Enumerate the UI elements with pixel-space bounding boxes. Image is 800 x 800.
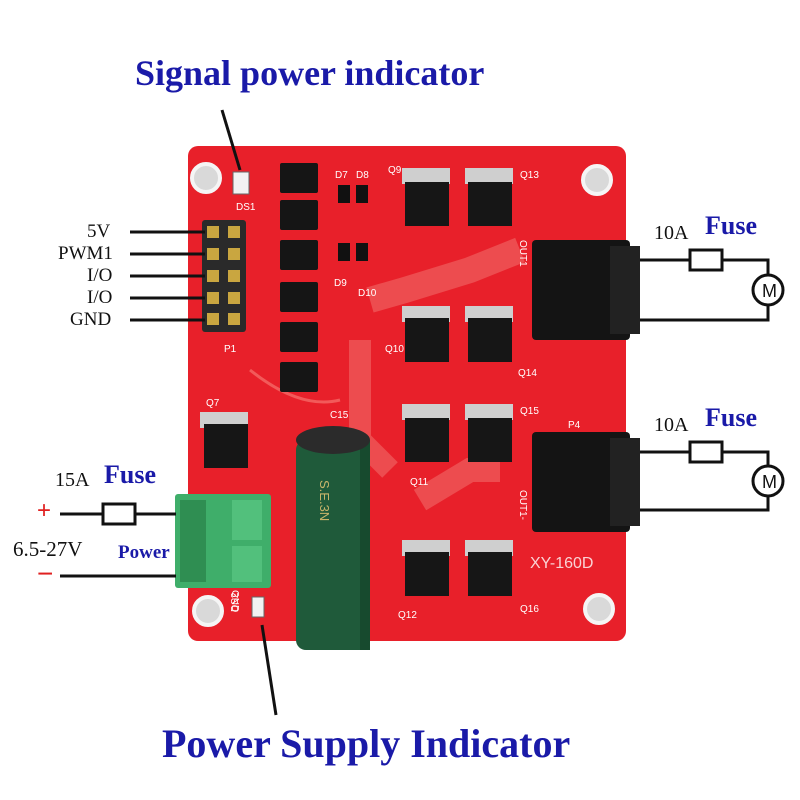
pin-header xyxy=(202,220,246,332)
fuse-out2 xyxy=(688,440,724,464)
optocouplers xyxy=(280,163,318,392)
silk-q11: Q11 xyxy=(410,477,429,488)
silk-q15: Q15 xyxy=(520,406,539,417)
silk-q12: Q12 xyxy=(398,610,417,621)
motor-1-label: M xyxy=(762,281,777,301)
pin-label-pwm1: PWM1 xyxy=(58,243,113,264)
mounting-hole xyxy=(583,593,615,625)
mounting-hole xyxy=(581,164,613,196)
silk-ds1: DS1 xyxy=(236,202,256,213)
diodes xyxy=(338,185,368,261)
power-voltage: 6.5-27V xyxy=(13,537,83,561)
output-connector-1 xyxy=(532,240,640,340)
silk-p4: P4 xyxy=(568,420,581,431)
trace xyxy=(249,368,341,404)
pin-wires xyxy=(130,230,205,322)
silk-d8: D8 xyxy=(356,170,369,181)
mounting-hole xyxy=(192,595,224,627)
silk-d9: D9 xyxy=(334,278,347,289)
silk-p1: P1 xyxy=(224,344,237,355)
motor-2-label: M xyxy=(762,472,777,492)
mounting-hole xyxy=(190,162,222,194)
fuse-out2-label: Fuse xyxy=(705,403,757,432)
silk-d10: D10 xyxy=(358,288,377,299)
out2-wiring xyxy=(640,450,770,512)
silk-out1: OUT1 xyxy=(517,240,528,267)
capacitor-text: S.E.3N xyxy=(317,480,332,521)
power-indicator-arrow xyxy=(260,624,278,716)
power-label: Power xyxy=(118,542,170,563)
silk-d7: D7 xyxy=(335,170,348,181)
pin-label-gnd: GND xyxy=(70,309,112,330)
motor-1 xyxy=(751,273,785,307)
silk-ds2: DS2 xyxy=(230,592,241,612)
fuse-out1-label: Fuse xyxy=(705,211,757,240)
signal-indicator-arrow xyxy=(220,109,242,171)
silk-c15: C15 xyxy=(330,410,349,421)
silk-q7: Q7 xyxy=(206,398,220,409)
fuse-input xyxy=(101,502,137,526)
signal-indicator-title: Signal power indicator xyxy=(135,53,485,93)
ds1-led xyxy=(232,171,250,195)
fuse-out1-rating: 10A xyxy=(654,222,689,244)
fuse-input-rating: 15A xyxy=(55,469,90,491)
silk-q14: Q14 xyxy=(518,368,537,379)
ds2-led xyxy=(251,596,265,618)
out1-wiring xyxy=(640,258,770,322)
input-wiring xyxy=(60,512,176,578)
trace xyxy=(413,458,500,511)
fuse-out1 xyxy=(688,248,724,272)
mosfets xyxy=(200,168,513,596)
power-indicator-title: Power Supply Indicator xyxy=(162,721,571,766)
silk-gnd: GND xyxy=(229,590,240,612)
silk-q9: Q9 xyxy=(388,165,402,176)
pin-label-5v: 5V xyxy=(87,221,111,242)
silk-q10: Q10 xyxy=(385,344,404,355)
fuse-input-label: Fuse xyxy=(104,460,156,489)
fuse-out2-rating: 10A xyxy=(654,414,689,436)
silk-q16: Q16 xyxy=(520,604,539,615)
pin-label-io-2: I/O xyxy=(87,287,113,308)
input-terminal xyxy=(175,494,271,588)
output-connector-2 xyxy=(532,432,640,532)
power-minus: − xyxy=(37,558,54,589)
board-model: XY-160D xyxy=(530,555,593,572)
motor-2 xyxy=(751,464,785,498)
silk-q13: Q13 xyxy=(520,170,539,181)
pin-label-io-1: I/O xyxy=(87,265,113,286)
capacitor xyxy=(296,426,370,650)
silk-out1b: OUT1- xyxy=(517,490,528,520)
trace xyxy=(366,237,525,313)
power-plus: + xyxy=(37,497,52,524)
